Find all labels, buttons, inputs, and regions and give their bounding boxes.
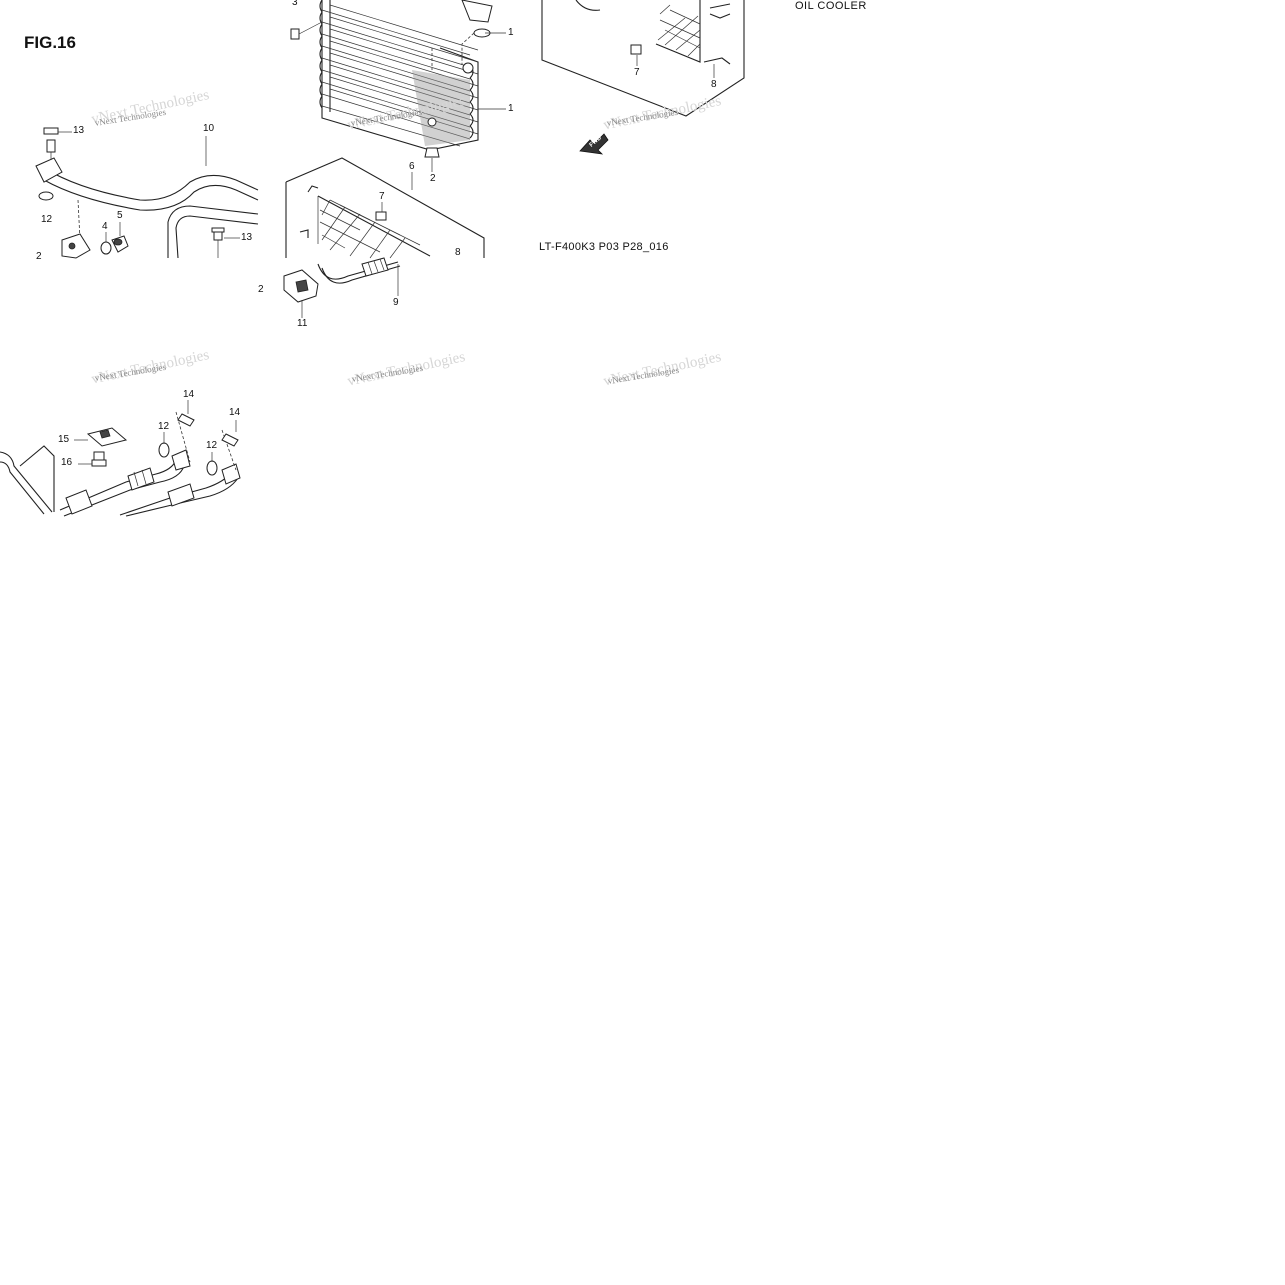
o-ring-12 [38, 191, 54, 201]
bolt-13-lower [211, 227, 225, 258]
callout: 12 [206, 440, 218, 451]
callout: 2 [258, 284, 264, 295]
cooler-cover-left [285, 157, 485, 259]
fwd-arrow [579, 133, 609, 155]
callout: 12 [158, 421, 170, 432]
callout: 13 [73, 125, 85, 136]
callout: 14 [229, 407, 241, 418]
callout: 8 [711, 79, 717, 90]
reference-code: LT-F400K3 P03 P28_016 [539, 241, 669, 253]
callout: 13 [241, 232, 253, 243]
bolt-3 [290, 21, 323, 40]
cooler-cover-right [541, 0, 745, 117]
diagram-title: OIL COOLER [795, 0, 867, 12]
callout: 14 [183, 389, 195, 400]
rubber-mount-11 [283, 269, 319, 303]
callout: 6 [409, 161, 415, 172]
callout: 1 [508, 103, 514, 114]
lower-hose-assembly [0, 411, 241, 517]
callout: 1 [508, 27, 514, 38]
leader-lines [58, 32, 715, 465]
callout: 15 [58, 434, 70, 445]
callout: 2 [430, 173, 436, 184]
cooler-hose-9 [317, 257, 401, 284]
callout: 2 [36, 251, 42, 262]
callout: 8 [455, 247, 461, 258]
callout: 3 [292, 0, 298, 8]
bolt-14-right [221, 433, 239, 447]
callout: 12 [41, 214, 53, 225]
callout: 11 [297, 318, 308, 329]
oil-cooler-core [319, 0, 493, 151]
union-fitting [61, 233, 129, 259]
cushion-2 [424, 147, 440, 158]
callout: 7 [379, 191, 385, 202]
callout: 9 [393, 297, 399, 308]
callout: 10 [203, 123, 215, 134]
figure-label: FIG.16 [24, 33, 76, 52]
oil-pipe-10 [35, 127, 259, 259]
callout: 7 [634, 67, 640, 78]
clamp-15 [86, 427, 128, 447]
o-ring-12-right [206, 460, 218, 476]
callout: 16 [61, 457, 73, 468]
bolt-16 [91, 451, 107, 467]
o-ring-12-left [158, 442, 170, 458]
callout: 5 [117, 210, 123, 221]
bolt-14-left [177, 413, 195, 427]
callout: 4 [102, 221, 108, 232]
